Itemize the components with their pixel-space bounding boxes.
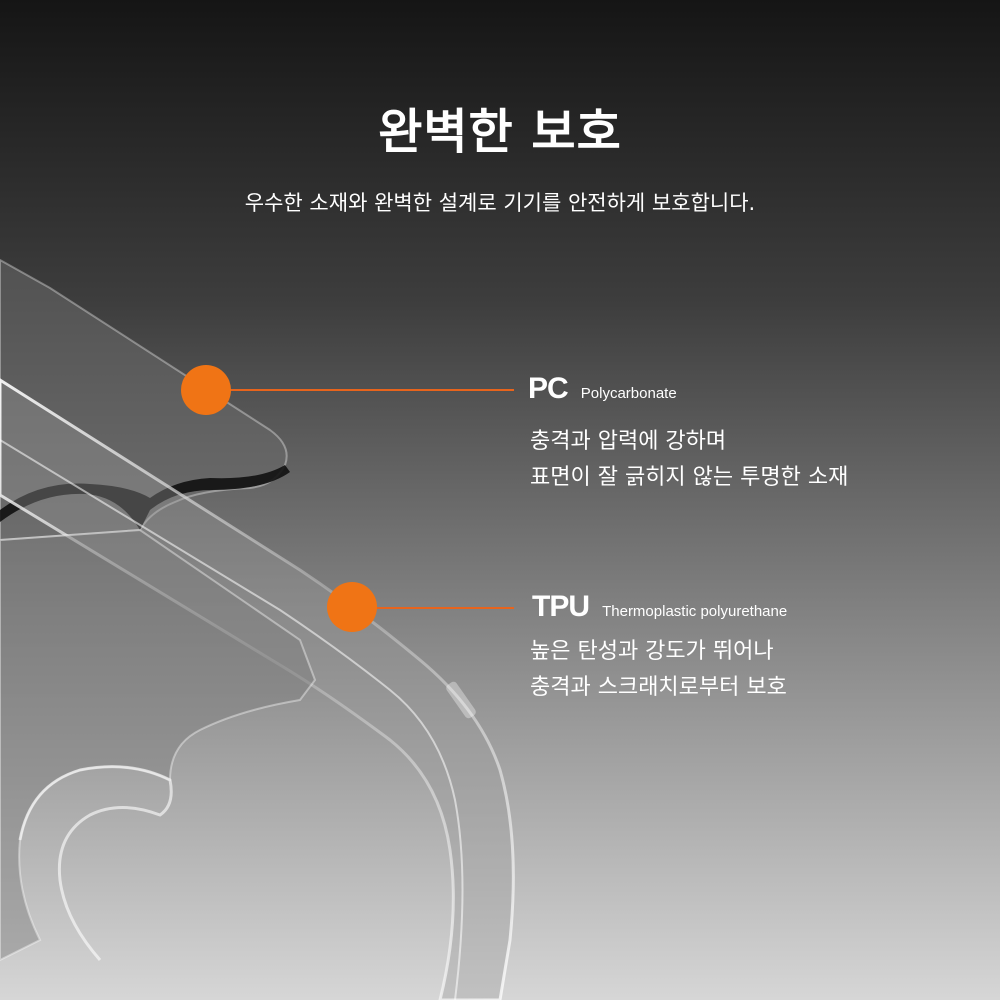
tpu-bumper — [0, 378, 515, 1000]
pc-callout-line — [218, 389, 514, 391]
camera-cutout-edge — [18, 765, 173, 961]
tpu-callout-line — [365, 607, 514, 609]
pc-full-name: Polycarbonate — [580, 385, 677, 402]
tpu-description-line: 높은 탄성과 강도가 뛰어나 — [530, 639, 774, 664]
pc-plate-edge — [0, 465, 290, 530]
phone-case-illustration — [0, 258, 515, 1000]
tpu-full-name: Thermoplastic polyurethane — [602, 603, 788, 620]
tpu-description: 높은 탄성과 강도가 뛰어나 충격과 스크래치로부터 보호 — [530, 634, 787, 706]
pc-material-label: PC Polycarbonate — [528, 372, 677, 406]
pc-description-line: 충격과 압력에 강하며 — [530, 429, 727, 454]
pc-abbr: PC — [528, 372, 569, 405]
tpu-abbr: TPU — [532, 590, 590, 623]
tpu-material-label: TPU Thermoplastic polyurethane — [532, 590, 787, 624]
side-button — [446, 681, 476, 719]
pc-description-line: 표면이 잘 긁히지 않는 투명한 소재 — [530, 465, 849, 490]
pc-back-plate — [0, 258, 288, 542]
pc-callout-dot — [181, 365, 231, 415]
tpu-description-line: 충격과 스크래치로부터 보호 — [530, 675, 787, 700]
page-title: 완벽한 보호 — [378, 104, 622, 160]
page-subtitle: 우수한 소재와 완벽한 설계로 기기를 안전하게 보호합니다. — [244, 191, 756, 215]
pc-description: 충격과 압력에 강하며 표면이 잘 긁히지 않는 투명한 소재 — [530, 424, 848, 496]
tpu-bumper-inner — [0, 439, 464, 1000]
tpu-callout-dot — [327, 582, 377, 632]
